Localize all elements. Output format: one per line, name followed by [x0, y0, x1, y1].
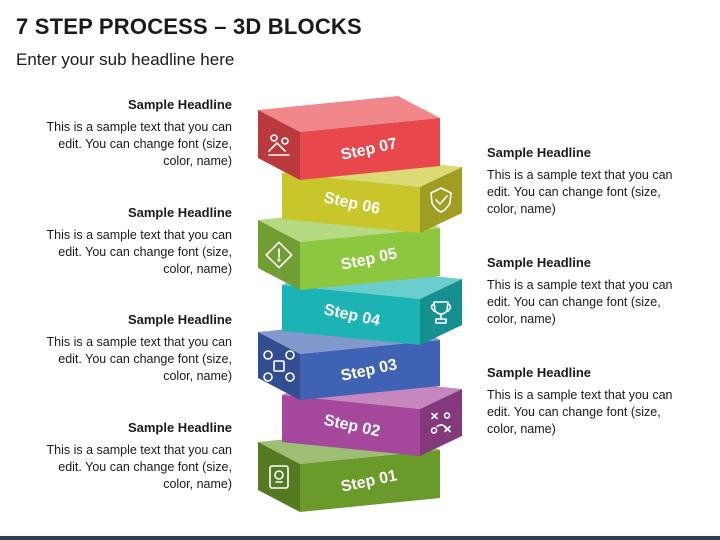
idea-book-icon — [269, 465, 289, 489]
block-front-face — [282, 395, 420, 456]
block-front-face — [300, 118, 440, 180]
headline: Sample Headline — [127, 312, 232, 327]
strategy-play-icon — [430, 412, 451, 434]
block-front-face — [282, 285, 420, 345]
left-text-4: Sample Headline This is a sample text th… — [36, 419, 232, 493]
headline: Sample Headline — [487, 365, 592, 380]
block-front-face — [300, 340, 440, 400]
right-text-3: Sample Headline This is a sample text th… — [487, 364, 683, 438]
body-text: This is a sample text that you can edit.… — [46, 228, 232, 276]
block-side-face — [258, 442, 300, 512]
block-front-face — [300, 450, 440, 512]
step-block-07: Step 07 — [258, 96, 440, 180]
right-text-2: Sample Headline This is a sample text th… — [487, 254, 683, 328]
block-side-face — [420, 167, 462, 233]
body-text: This is a sample text that you can edit.… — [46, 335, 232, 383]
left-text-2: Sample Headline This is a sample text th… — [36, 204, 232, 278]
warning-icon — [265, 241, 293, 269]
bottom-bar — [0, 536, 720, 540]
left-text-3: Sample Headline This is a sample text th… — [36, 311, 232, 385]
block-front-face — [300, 228, 440, 290]
body-text: This is a sample text that you can edit.… — [46, 443, 232, 491]
block-top-face — [258, 96, 440, 132]
body-text: This is a sample text that you can edit.… — [487, 388, 673, 436]
page-subtitle: Enter your sub headline here — [16, 50, 235, 69]
block-side-face — [420, 389, 462, 456]
headline: Sample Headline — [127, 97, 232, 112]
block-side-face — [420, 279, 462, 345]
trophy-icon — [430, 301, 452, 324]
headline: Sample Headline — [487, 255, 592, 270]
page-title: 7 STEP PROCESS – 3D BLOCKS — [16, 14, 362, 39]
body-text: This is a sample text that you can edit.… — [487, 278, 673, 326]
team-icon — [268, 134, 290, 156]
headline: Sample Headline — [127, 420, 232, 435]
body-text: This is a sample text that you can edit.… — [487, 168, 673, 216]
block-front-face — [282, 173, 420, 233]
step-block-02: Step 02 — [282, 375, 462, 456]
headline: Sample Headline — [127, 205, 232, 220]
left-text-1: Sample Headline This is a sample text th… — [36, 96, 232, 170]
right-text-1: Sample Headline This is a sample text th… — [487, 144, 683, 218]
block-side-face — [258, 332, 300, 400]
body-text: This is a sample text that you can edit.… — [46, 120, 232, 168]
network-icon — [263, 350, 295, 382]
headline: Sample Headline — [487, 145, 592, 160]
shield-check-icon — [430, 187, 452, 213]
